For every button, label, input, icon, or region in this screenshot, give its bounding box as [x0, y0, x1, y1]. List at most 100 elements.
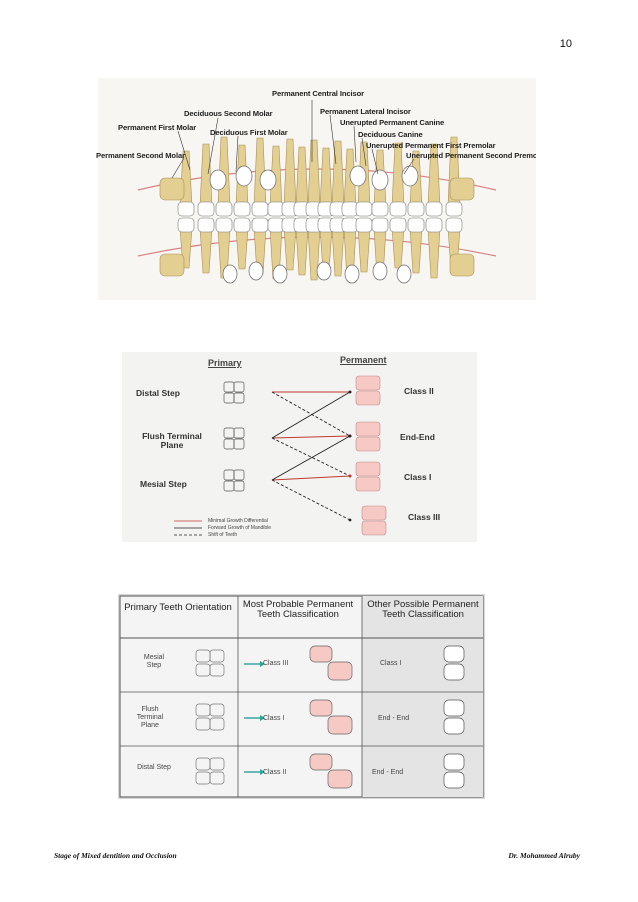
primary-lower-tooth	[223, 392, 235, 404]
teal-arrow-head	[260, 661, 265, 667]
unerupted-crown	[372, 261, 388, 281]
upper-tooth-crown	[389, 201, 407, 217]
row-possible-end-end: End - End	[378, 715, 410, 722]
lower-tooth-crown	[233, 217, 251, 233]
probable-lower	[327, 715, 353, 735]
upper-tooth-root	[307, 139, 321, 207]
primary-lower-tooth	[233, 480, 245, 492]
leader-line	[207, 117, 219, 175]
possible-upper	[443, 753, 465, 771]
label-permanent-central-incisor: Permanent Central Incisor	[272, 89, 365, 98]
upper-tooth-crown	[215, 201, 233, 217]
upper-tooth-crown	[445, 201, 463, 217]
class-label-class-iii: Class III	[408, 512, 441, 522]
primary-sketch	[209, 757, 225, 771]
legend-minimal-growth: Minimal Growth Differential	[208, 518, 268, 524]
primary-sketch	[209, 649, 225, 663]
primary-sketch	[209, 717, 225, 731]
leader-line	[235, 135, 239, 173]
primary-upper-tooth	[223, 381, 235, 393]
upper-tooth-crown	[341, 201, 359, 217]
header-primary-orientation: Primary Teeth Orientation	[124, 602, 232, 613]
label-unerupted-permanent-first-premolar: Unerupted Permanent First Premolar	[366, 141, 496, 150]
lower-tooth-crown	[389, 217, 407, 233]
footer-title: Stage of Mixed dentition and Occlusion	[54, 851, 177, 860]
permanent-upper-tooth	[361, 505, 387, 521]
row-label-mesial-step: Mesial Step	[140, 479, 187, 489]
upper-tooth-root	[331, 140, 345, 207]
label-deciduous-canine: Deciduous Canine	[358, 130, 423, 139]
header-permanent: Permanent	[340, 355, 387, 365]
dentition-illustration	[137, 100, 497, 284]
lower-tooth-root	[295, 227, 309, 276]
primary-upper-tooth	[233, 427, 245, 439]
lower-tooth-crown	[407, 217, 425, 233]
arrow-head	[348, 518, 352, 522]
lower-tooth-crown	[251, 217, 269, 233]
upper-tooth-crown	[355, 201, 373, 217]
legend-forward-growth: Forward Growth of Mandible	[208, 525, 272, 531]
row-probable-class-ii: Class II	[263, 769, 287, 776]
primary-upper-tooth	[233, 381, 245, 393]
probable-upper	[309, 753, 333, 771]
lower-tooth-crown	[341, 217, 359, 233]
lower-tooth-root	[331, 227, 345, 277]
class-label-end-end: End-End	[400, 432, 435, 442]
probable-upper	[309, 645, 333, 663]
row-possible-end-end-2: End - End	[372, 769, 404, 776]
primary-lower-tooth	[233, 438, 245, 450]
possible-lower	[443, 771, 465, 789]
legend-shift-of-teeth: Shift of Teeth	[208, 532, 238, 538]
unerupted-crown	[371, 169, 389, 191]
possible-upper	[443, 699, 465, 717]
lower-tooth-crown	[445, 217, 463, 233]
lower-tooth-crown	[355, 217, 373, 233]
primary-upper-tooth	[223, 469, 235, 481]
label-deciduous-second-molar: Deciduous Second Molar	[184, 109, 273, 118]
lower-tooth-crown	[425, 217, 443, 233]
primary-sketch	[209, 663, 225, 677]
probable-upper	[309, 699, 333, 717]
permanent-lower-tooth	[355, 476, 381, 492]
possible-lower	[443, 717, 465, 735]
lower-tooth-root	[427, 227, 441, 279]
upper-tooth-root	[283, 138, 297, 207]
arrow-head	[348, 390, 352, 394]
probable-lower	[327, 661, 353, 681]
upper-tooth-crown	[251, 201, 269, 217]
primary-lower-tooth	[233, 392, 245, 404]
header-primary: Primary	[208, 358, 242, 368]
lower-tooth-root	[199, 227, 213, 274]
label-unerupted-permanent-canine: Unerupted Permanent Canine	[340, 118, 445, 127]
unerupted-crown	[222, 264, 238, 284]
probable-lower	[327, 769, 353, 789]
upper-tooth-crown	[267, 201, 285, 217]
unerupted-crown	[344, 264, 360, 284]
classification-table: Primary Teeth Orientation Most Probable …	[118, 594, 485, 799]
permanent-upper-tooth	[355, 421, 381, 437]
leader-line	[171, 157, 185, 179]
primary-permanent-diagram: Primary Permanent Distal Step Flush Term…	[122, 352, 477, 542]
permanent-upper-tooth	[355, 461, 381, 477]
growth-arrow	[271, 479, 351, 521]
row-label-distal-step: Distal Step	[136, 388, 180, 398]
row-probable-class-i: Class I	[263, 715, 285, 722]
upper-tooth-root	[295, 146, 309, 207]
lower-tooth-root	[283, 227, 297, 271]
possible-lower	[443, 663, 465, 681]
unerupted-crown	[209, 169, 227, 191]
growth-arrow	[271, 391, 351, 439]
teal-arrow-head	[260, 715, 265, 721]
header-most-probable: Most Probable Permanent Teeth Classifica…	[242, 599, 354, 620]
permanent-upper-tooth	[355, 375, 381, 391]
leader-line	[371, 148, 379, 175]
permanent-lower-tooth	[355, 390, 381, 406]
footer-author: Dr. Mohammed Alruby	[508, 851, 580, 860]
lower-tooth-crown	[371, 217, 389, 233]
upper-molar	[159, 177, 185, 201]
upper-tooth-root	[319, 147, 333, 207]
upper-tooth-crown	[197, 201, 215, 217]
leader-line	[177, 130, 191, 171]
label-unerupted-permanent-second-premolar: Unerupted Permanent Second Premolar	[406, 151, 536, 160]
growth-arrow	[271, 437, 351, 477]
